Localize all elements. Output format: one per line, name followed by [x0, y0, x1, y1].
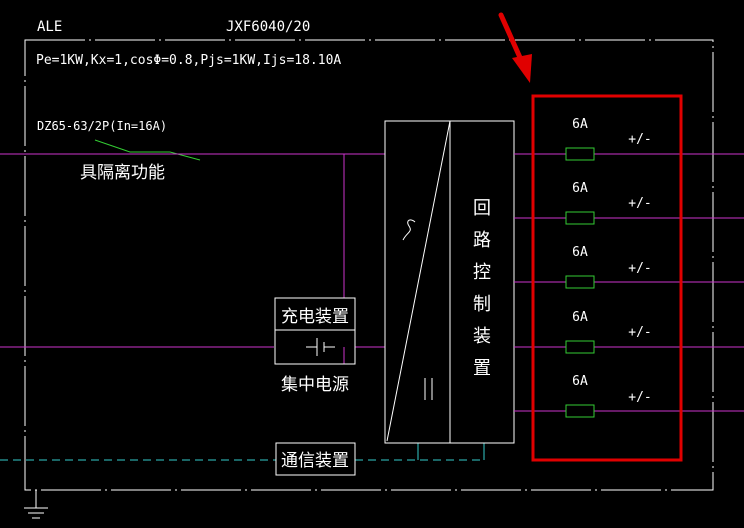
- polarity-label: +/-: [628, 132, 651, 147]
- polarity-label: +/-: [628, 261, 651, 276]
- panel-frame: [24, 39, 714, 491]
- fuse-rating: 6A: [572, 374, 588, 389]
- charger-label: 充电装置: [281, 307, 349, 327]
- loop-char-5: 置: [473, 358, 491, 379]
- loop-char-0: 回: [473, 198, 491, 219]
- main-feeders: [0, 153, 385, 364]
- panel-name: ALE: [37, 19, 62, 35]
- polarity-label: +/-: [628, 325, 651, 340]
- power-source-label: 集中电源: [281, 375, 349, 395]
- loop-char-1: 路: [473, 230, 491, 251]
- breaker-function: 具隔离功能: [80, 163, 165, 183]
- load-params: Pe=1KW,Kx=1,cosΦ=0.8,Pjs=1KW,Ijs=18.10A: [36, 53, 341, 68]
- battery-symbol: [306, 338, 335, 356]
- fuse-symbol: [565, 275, 595, 289]
- fuse-symbol: [565, 211, 595, 225]
- output-circuit-4: 6A +/-: [514, 374, 744, 418]
- loop-char-4: 装: [473, 326, 491, 347]
- ground-icon: [24, 490, 48, 519]
- output-circuits: 6A +/- 6A +/- 6A +/- 6A +/- 6A +/-: [514, 117, 744, 418]
- output-circuit-0: 6A +/-: [514, 117, 744, 161]
- fuse-rating: 6A: [572, 117, 588, 132]
- output-circuit-1: 6A +/-: [514, 181, 744, 225]
- breaker-leader: [94, 139, 201, 161]
- comm-line: [0, 443, 485, 461]
- highlight-box: [531, 94, 683, 462]
- loop-controller-label: 回 路 控 制 装 置: [473, 198, 491, 379]
- charger-box: [274, 297, 356, 365]
- panel-model: JXF6040/20: [226, 19, 310, 35]
- comm-device-label: 通信装置: [281, 451, 349, 471]
- ac-symbol: [402, 219, 416, 241]
- output-circuit-3: 6A +/-: [514, 310, 744, 354]
- polarity-label: +/-: [628, 196, 651, 211]
- fuse-symbol: [565, 147, 595, 161]
- loop-controller-box: [384, 120, 515, 444]
- comm-device-box: [275, 442, 356, 476]
- fuse-rating: 6A: [572, 310, 588, 325]
- fuse-symbol: [565, 404, 595, 418]
- breaker-rating: DZ65-63/2P(In=16A): [37, 119, 167, 133]
- output-circuit-2: 6A +/-: [514, 245, 744, 289]
- arrow-icon: [498, 12, 532, 83]
- fuse-rating: 6A: [572, 245, 588, 260]
- fuse-symbol: [565, 340, 595, 354]
- loop-char-2: 控: [473, 262, 491, 283]
- polarity-label: +/-: [628, 390, 651, 405]
- loop-char-3: 制: [473, 294, 491, 315]
- fuse-rating: 6A: [572, 181, 588, 196]
